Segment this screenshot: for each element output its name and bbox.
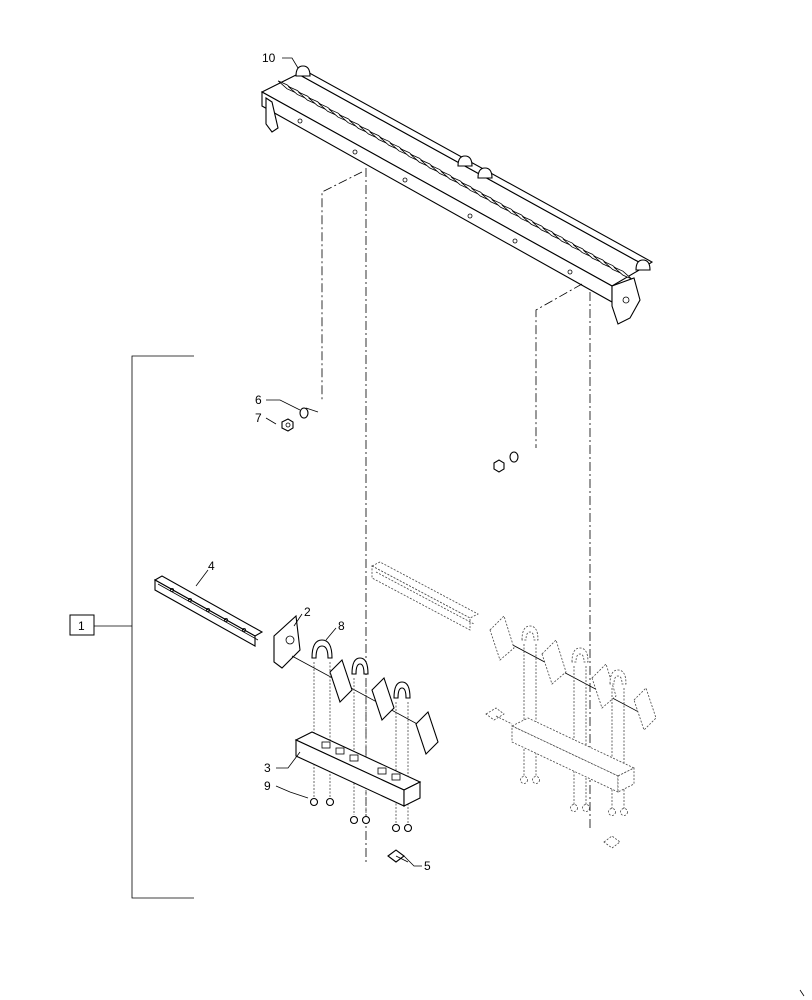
grain-pan-icon xyxy=(260,65,654,325)
nut-right-icon xyxy=(493,451,519,473)
callout-6: 6 xyxy=(255,393,262,407)
assembly-bracket xyxy=(94,355,194,899)
callout-1-box: 1 xyxy=(69,614,95,636)
callout-2: 2 xyxy=(304,605,311,619)
knife-guard-phantom-icon xyxy=(489,615,657,731)
callout-10: 10 xyxy=(262,51,276,65)
leader-lines xyxy=(195,57,422,867)
callout-7: 7 xyxy=(255,411,262,425)
callout-5: 5 xyxy=(424,859,431,873)
guard-rod xyxy=(291,655,433,733)
guard-rod-right xyxy=(491,633,651,719)
callout-labels: 10 6 7 4 2 8 3 9 5 1 xyxy=(69,51,431,873)
clamp-plate-phantom-icon xyxy=(511,717,635,793)
nut-row-icon xyxy=(309,776,628,833)
guard-bar-phantom-icon xyxy=(371,561,479,631)
washer-icon xyxy=(299,407,319,419)
callout-3: 3 xyxy=(264,761,271,775)
pan-slots xyxy=(277,80,633,280)
hex-bolt-icon xyxy=(387,835,621,863)
corner-mark xyxy=(799,989,805,997)
clamp-plate-icon xyxy=(294,731,422,807)
guard-bar-icon xyxy=(153,575,264,647)
callout-9: 9 xyxy=(264,779,271,793)
knife-guard-icon xyxy=(329,658,439,756)
pan-slot xyxy=(613,266,633,280)
mounting-bracket-icon xyxy=(273,614,301,669)
bolt-icon xyxy=(485,707,513,725)
callout-4: 4 xyxy=(208,559,215,573)
callout-8: 8 xyxy=(338,619,345,633)
u-bolt-icon xyxy=(311,625,627,826)
callout-1: 1 xyxy=(78,619,85,633)
nut-icon xyxy=(281,418,294,432)
